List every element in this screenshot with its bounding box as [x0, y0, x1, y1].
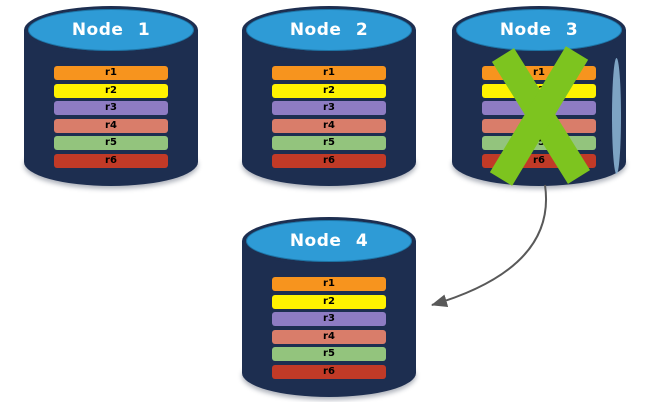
- node-4: Node 4 r1 r2 r3 r4 r5 r6: [242, 217, 416, 397]
- range-bar: r3: [272, 312, 386, 326]
- range-bar: r5: [272, 347, 386, 361]
- node-label: Node 1: [71, 20, 151, 40]
- range-bar: r3: [272, 101, 386, 115]
- range-bar: r2: [54, 83, 168, 98]
- range-bar: r6: [272, 153, 386, 168]
- range-bar: r5: [54, 136, 168, 150]
- range-list: r1 r2 r3 r4 r5 r6: [272, 66, 386, 168]
- range-bar: r6: [54, 153, 168, 168]
- node-2: Node 2 r1 r2 r3 r4 r5 r6: [242, 6, 416, 186]
- range-bar: r4: [54, 118, 168, 133]
- range-bar: r5: [272, 136, 386, 150]
- node-3: Node 3 r1 r2 r3 r4 r5 r6: [452, 6, 626, 186]
- cylinder-top-face: [28, 9, 194, 51]
- range-bar: r1: [272, 277, 386, 291]
- node-1: Node 1 r1 r2 r3 r4 r5 r6: [24, 6, 198, 186]
- cylinder-top-face: [456, 9, 622, 51]
- range-list: r1 r2 r3 r4 r5 r6: [54, 66, 168, 168]
- cylinder-shine: [612, 58, 621, 174]
- range-bar: r3: [54, 101, 168, 115]
- range-bar: r1: [54, 66, 168, 80]
- range-bar: r6: [272, 364, 386, 379]
- cylinder-top-face: [246, 9, 412, 51]
- range-bar: r2: [272, 294, 386, 309]
- range-bar: r2: [272, 83, 386, 98]
- range-bar: r4: [272, 118, 386, 133]
- cylinder-top-face: [246, 220, 412, 262]
- range-bar: r1: [272, 66, 386, 80]
- node-label: Node 2: [289, 20, 369, 40]
- failure-x-icon: [489, 46, 591, 186]
- node-label: Node 4: [289, 231, 369, 251]
- range-list: r1 r2 r3 r4 r5 r6: [272, 277, 386, 379]
- node-label: Node 3: [499, 20, 579, 40]
- range-bar: r4: [272, 329, 386, 344]
